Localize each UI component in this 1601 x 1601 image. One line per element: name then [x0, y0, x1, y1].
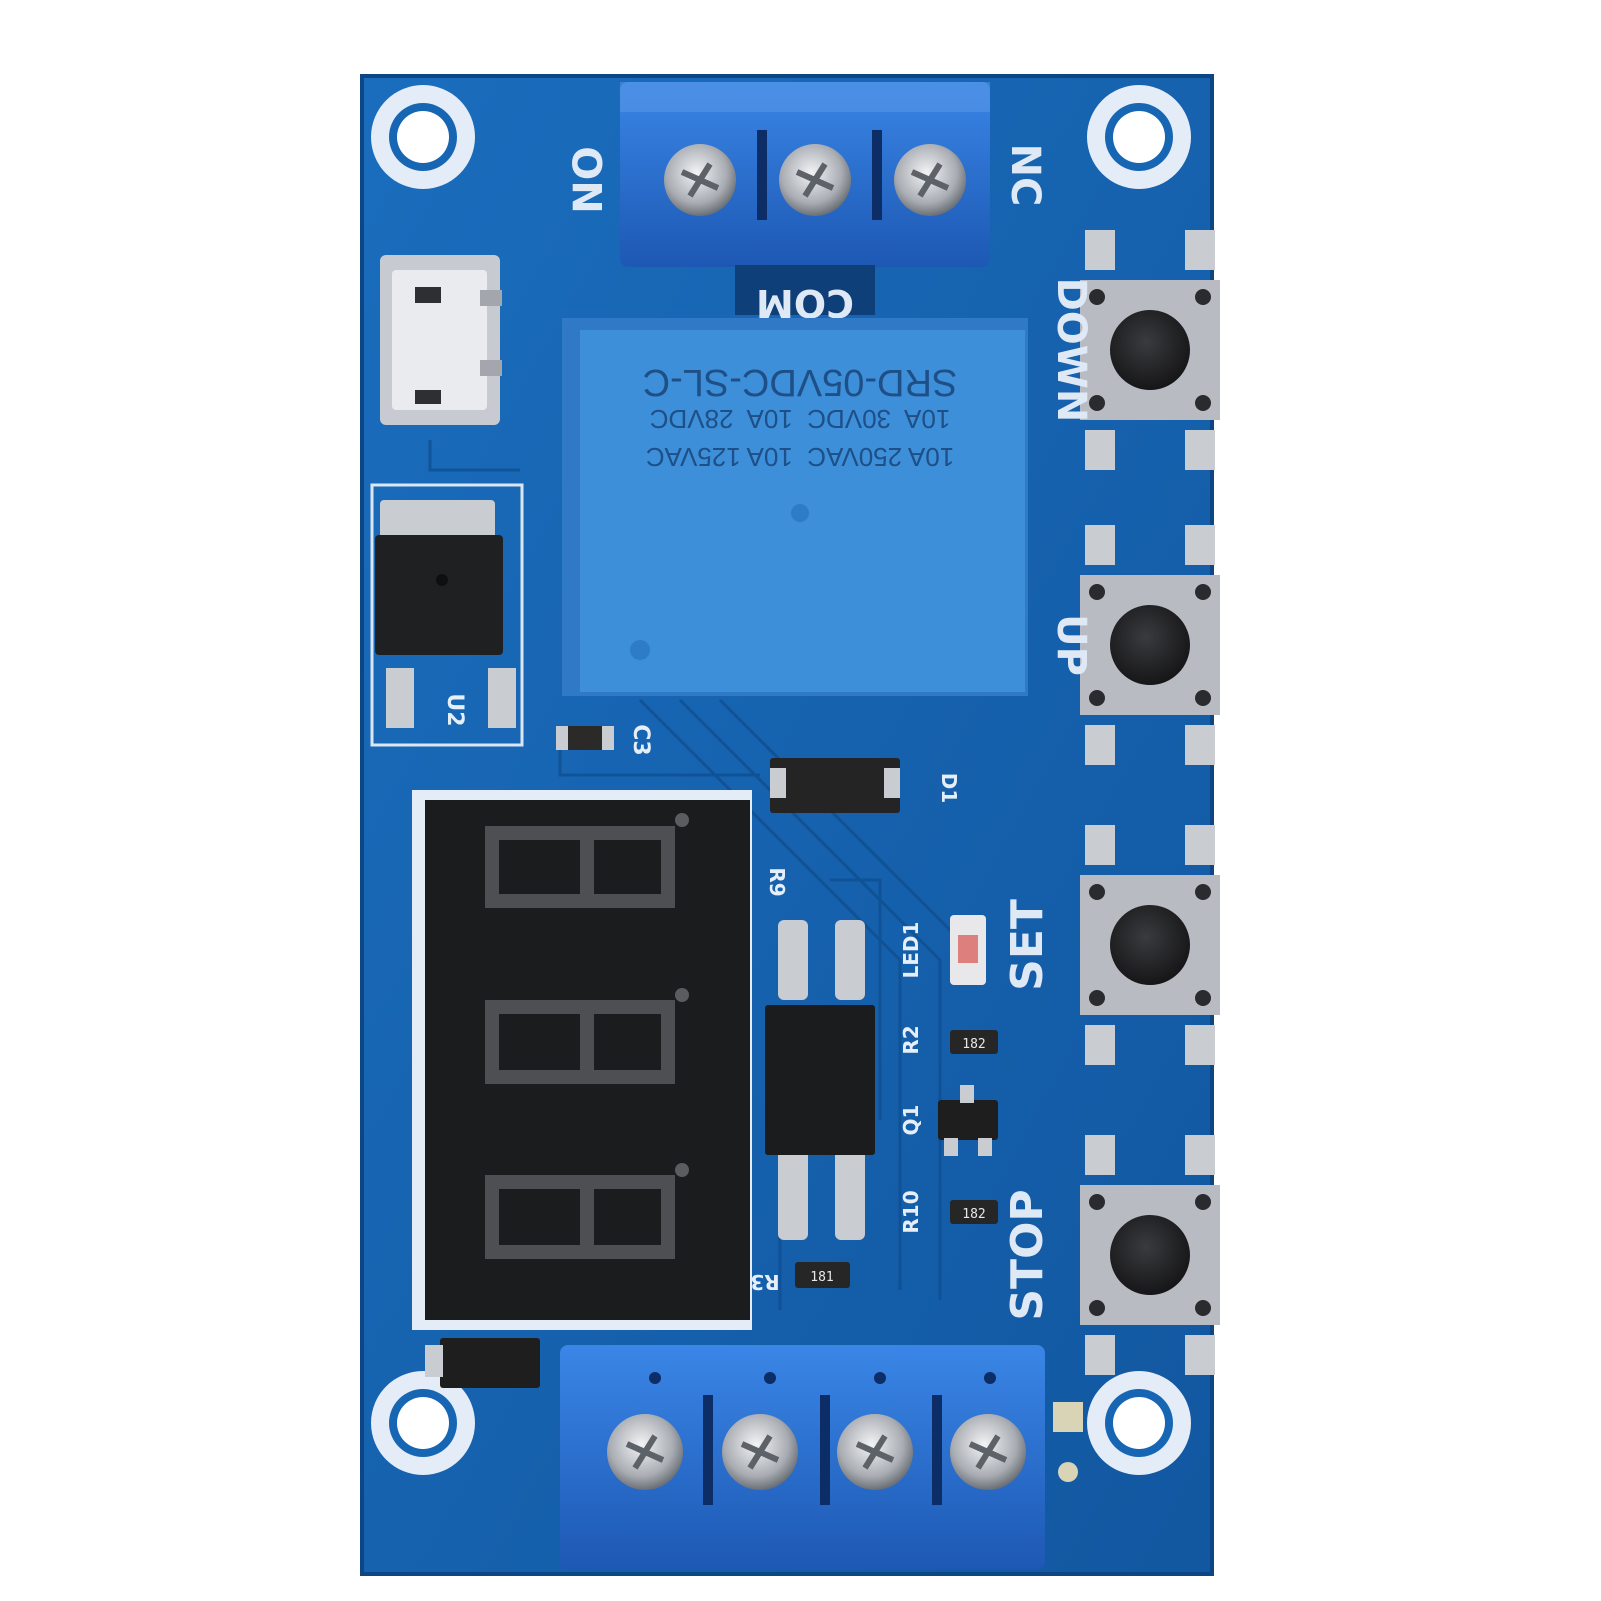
relay-rating-ac: 10A 250VAC 10A 125VAC — [646, 442, 954, 472]
usb-port-icon — [380, 255, 502, 425]
screw-icon[interactable] — [950, 1414, 1026, 1490]
resistor-r3-code: 181 — [810, 1270, 833, 1285]
push-button-icon[interactable] — [1080, 230, 1220, 470]
push-button-icon[interactable] — [1080, 525, 1220, 765]
resistor-r2-code: 182 — [962, 1037, 985, 1052]
label-r2: R2 — [899, 1025, 923, 1054]
screw-icon[interactable] — [607, 1414, 683, 1490]
label-com: COM — [756, 281, 854, 325]
input-terminal-block — [560, 1345, 1045, 1570]
pcb-traces — [428, 440, 982, 1310]
optocoupler — [765, 920, 875, 1240]
label-r9: R9 — [765, 867, 789, 896]
resistor-r3 — [795, 1262, 850, 1288]
label-down: DOWN — [1048, 278, 1094, 423]
label-r3: R3 — [750, 1270, 779, 1294]
label-no: NO — [566, 146, 612, 213]
smd-component — [440, 1338, 540, 1388]
transistor-q1 — [938, 1085, 998, 1156]
capacitor-c3 — [556, 726, 614, 750]
screw-icon[interactable] — [894, 144, 966, 216]
label-u2: U2 — [442, 693, 467, 726]
output-terminal-block — [620, 82, 990, 267]
label-stop: STOP — [1002, 1189, 1053, 1320]
label-set: SET — [1002, 899, 1053, 991]
relay-model: SRD-05VDC-SL-C — [643, 361, 958, 403]
diode-d1 — [770, 758, 900, 813]
mounting-hole-icon — [371, 85, 475, 189]
label-r10: R10 — [899, 1190, 923, 1233]
resistor-r10-code: 182 — [962, 1207, 985, 1222]
label-d1: D1 — [937, 773, 961, 804]
push-button-icon[interactable] — [1080, 825, 1220, 1065]
label-c3: C3 — [628, 724, 653, 755]
resistor-r10 — [950, 1200, 998, 1224]
resistor-r2 — [950, 1030, 998, 1054]
screw-icon[interactable] — [664, 144, 736, 216]
label-nc: NC — [1002, 144, 1048, 207]
relay-rating-dc: 10A 30VDC 10A 28VDC — [650, 404, 951, 434]
seven-segment-display — [412, 790, 752, 1330]
solder-pad — [1053, 1402, 1083, 1432]
label-q1: Q1 — [899, 1105, 923, 1136]
label-led1: LED1 — [899, 922, 923, 979]
voltage-regulator — [370, 483, 524, 747]
screw-icon[interactable] — [837, 1414, 913, 1490]
mounting-hole-icon — [1087, 1371, 1191, 1475]
screw-icon[interactable] — [779, 144, 851, 216]
label-up: UP — [1048, 614, 1094, 676]
mounting-hole-icon — [1087, 85, 1191, 189]
mounting-hole-icon — [371, 1371, 475, 1475]
push-button-icon[interactable] — [1080, 1135, 1220, 1375]
relay — [562, 318, 1028, 696]
screw-icon[interactable] — [722, 1414, 798, 1490]
